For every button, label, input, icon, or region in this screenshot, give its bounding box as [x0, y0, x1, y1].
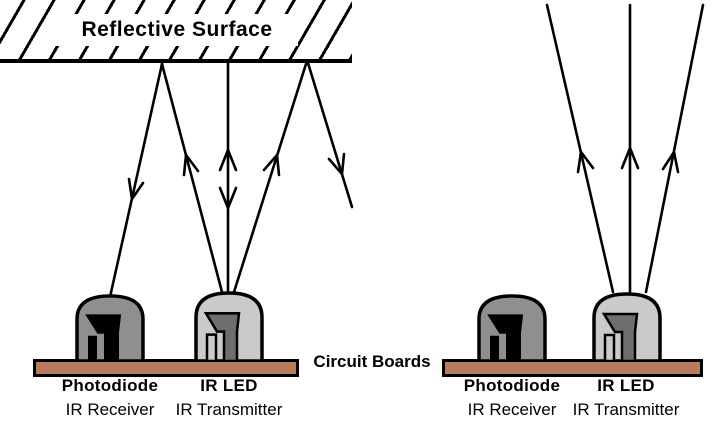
- up-arrowhead-icon: [576, 150, 595, 174]
- down-arrowhead-icon: [127, 177, 145, 201]
- ir-led-right: [592, 292, 662, 361]
- photodiode-title-left: Photodiode: [61, 376, 159, 395]
- ir-led-icon: [592, 292, 662, 361]
- reflective-surface-label: Reflective Surface: [56, 14, 298, 46]
- circuit-board-left: [33, 359, 299, 377]
- ir-led-title-left: IR LED: [200, 376, 258, 395]
- down-arrowhead-icon: [218, 186, 238, 210]
- photodiode-subtitle-right: IR Receiver: [467, 400, 557, 419]
- photodiode-title-right: Photodiode: [463, 376, 561, 395]
- photodiode-icon: [75, 294, 145, 361]
- down-arrowhead-icon: [327, 152, 346, 176]
- photodiode-post: [490, 335, 499, 361]
- reflected-ray-stray: [306, 61, 354, 209]
- led-die: [601, 312, 639, 361]
- photodiode-die: [85, 314, 122, 361]
- up-arrowhead-icon: [661, 150, 680, 174]
- ir-led-subtitle-right: IR Transmitter: [572, 400, 680, 419]
- emitted-ray-left: [160, 62, 224, 294]
- photodiode-die: [487, 314, 524, 361]
- emitted-ray-right: [644, 3, 705, 294]
- led-post: [603, 333, 616, 361]
- up-arrowhead-icon: [182, 153, 200, 177]
- circuit-boards-label: Circuit Boards: [313, 352, 431, 371]
- ir-led-icon: [194, 291, 264, 361]
- photodiode-subtitle-left: IR Receiver: [65, 400, 155, 419]
- up-arrowhead-icon: [620, 146, 640, 170]
- ir-led-left: [194, 291, 264, 361]
- reflected-ray-to-photodiode: [108, 62, 164, 299]
- led-die: [203, 312, 241, 361]
- photodiode-left: [75, 294, 145, 361]
- circuit-board-right: [442, 359, 703, 377]
- photodiode-icon: [477, 294, 547, 361]
- emitted-ray-left: [545, 3, 615, 294]
- up-arrowhead-icon: [262, 153, 281, 177]
- photodiode-post: [88, 335, 97, 361]
- emitted-ray-right: [232, 62, 308, 294]
- up-arrowhead-icon: [218, 148, 238, 172]
- reflective-surface: Reflective Surface: [0, 0, 352, 63]
- led-post: [205, 333, 218, 361]
- ir-led-title-right: IR LED: [597, 376, 655, 395]
- photodiode-right: [477, 294, 547, 361]
- ir-led-subtitle-left: IR Transmitter: [175, 400, 283, 419]
